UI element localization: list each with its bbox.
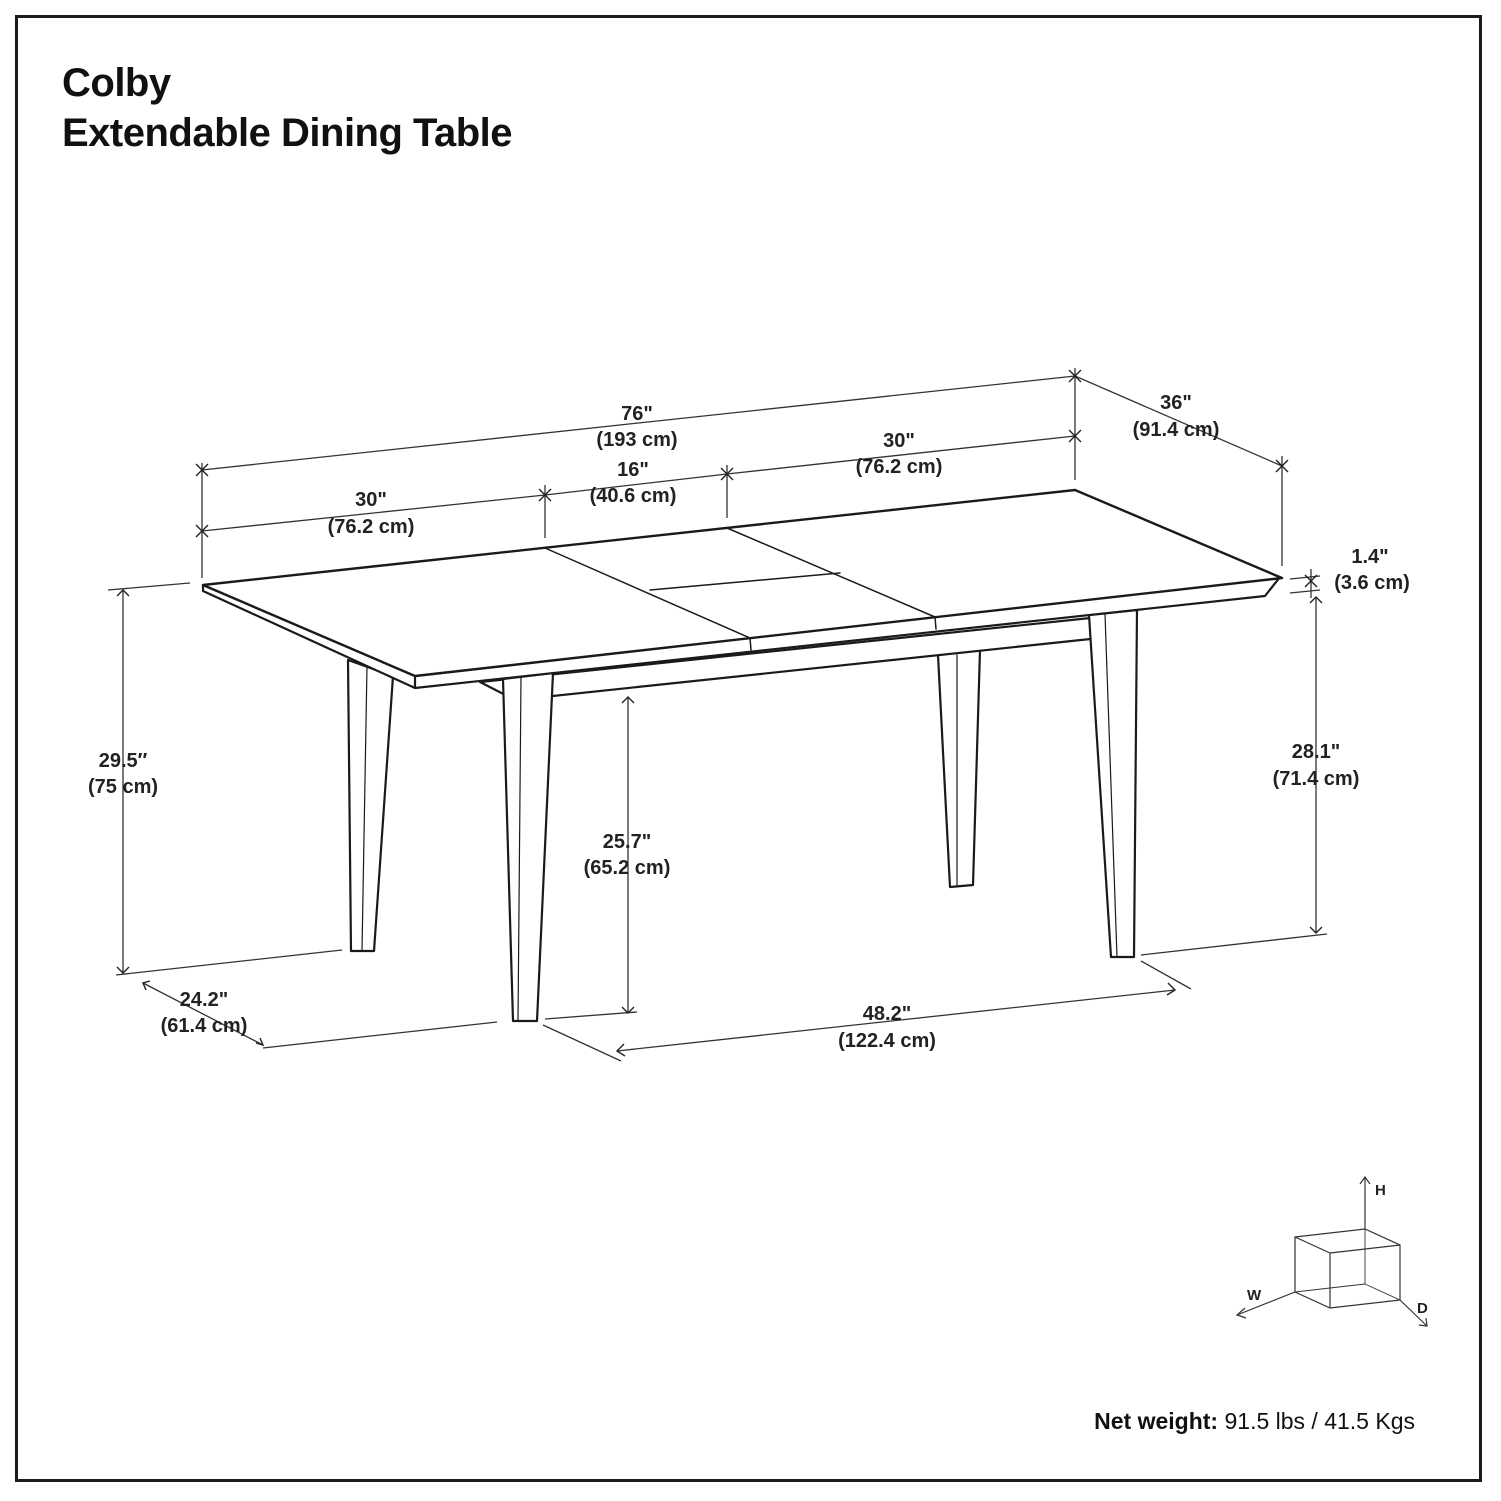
dimension-ticks (116, 369, 1323, 1057)
table-top-surface (201, 488, 1284, 678)
dim-top-thickness-in: 1.4" (1351, 546, 1388, 568)
dim-apron-clearance-cm: (65.2 cm) (584, 857, 671, 879)
dim-overall-length-cm: (193 cm) (596, 429, 677, 451)
dim-leg-depth-span-cm: (61.4 cm) (161, 1015, 248, 1037)
dimension-lines (107, 368, 1328, 1062)
title-line-2: Extendable Dining Table (62, 111, 513, 155)
dim-depth-cm: (91.4 cm) (1133, 419, 1220, 441)
axis-key-cube (1235, 1175, 1428, 1327)
dim-overall-height-in: 29.5′′ (99, 750, 148, 772)
leg-front-right (1087, 608, 1139, 959)
dim-right-section-cm: (76.2 cm) (856, 456, 943, 478)
dim-leg-width-span-in: 48.2" (863, 1003, 911, 1025)
net-weight-label: Net weight: (1094, 1408, 1219, 1434)
leg-back-left (346, 658, 395, 953)
dimension-labels: 76" (193 cm) 36" (91.4 cm) 30" (76.2 cm)… (88, 392, 1410, 1052)
leg-front-left (501, 671, 555, 1023)
dim-left-section-in: 30" (355, 489, 387, 511)
table-illustration (201, 488, 1284, 1023)
axis-d-label: D (1417, 1300, 1428, 1317)
net-weight: Net weight: 91.5 lbs / 41.5 Kgs (1094, 1408, 1415, 1435)
product-title: Colby Extendable Dining Table (62, 58, 513, 158)
title-line-1: Colby (62, 61, 171, 105)
axis-h-label: H (1375, 1182, 1386, 1199)
dim-overall-length-in: 76" (621, 403, 653, 425)
net-weight-value: 91.5 lbs / 41.5 Kgs (1224, 1408, 1415, 1434)
dim-right-section-in: 30" (883, 430, 915, 452)
dim-leg-depth-span-in: 24.2" (180, 989, 228, 1011)
axis-w-label: W (1247, 1287, 1262, 1304)
leg-back-right (936, 648, 982, 889)
dim-leg-height-cm: (71.4 cm) (1273, 768, 1360, 790)
dim-left-section-cm: (76.2 cm) (328, 516, 415, 538)
dim-leaf-cm: (40.6 cm) (590, 485, 677, 507)
drawing-frame (15, 15, 1482, 1482)
dim-overall-height-cm: (75 cm) (88, 776, 158, 798)
dim-top-thickness-cm: (3.6 cm) (1334, 572, 1410, 594)
dim-depth-in: 36" (1160, 392, 1192, 414)
dim-leg-width-span-cm: (122.4 cm) (838, 1030, 936, 1052)
dim-leg-height-in: 28.1" (1292, 741, 1340, 763)
dim-leaf-in: 16" (617, 459, 649, 481)
dim-apron-clearance-in: 25.7" (603, 831, 651, 853)
